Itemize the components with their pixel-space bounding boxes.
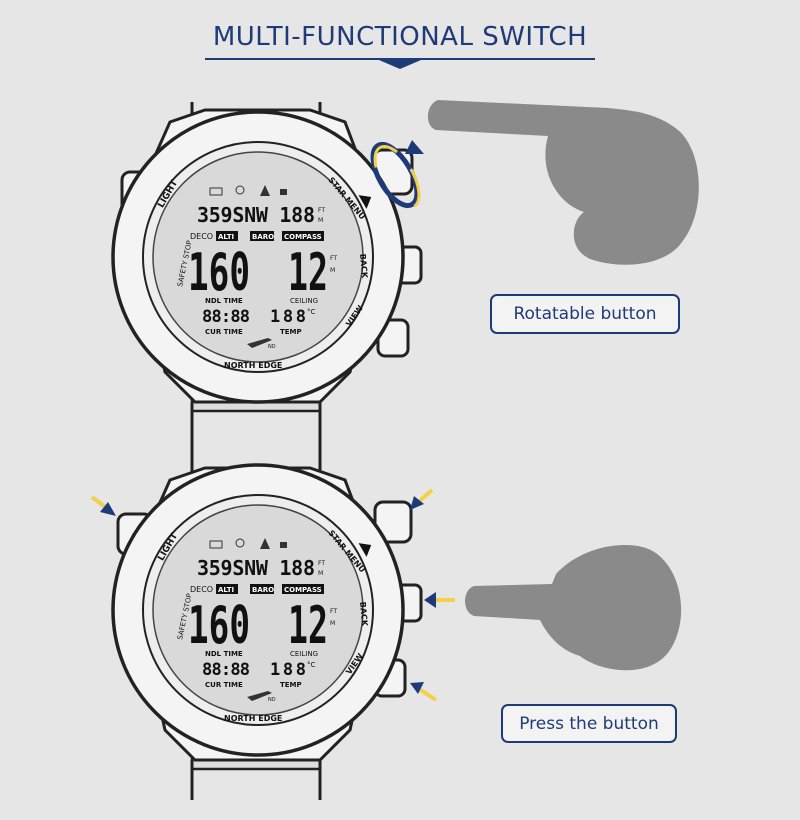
lcd-ceiling: CEILING xyxy=(290,650,318,658)
press-arrow-star-menu-icon xyxy=(410,488,434,510)
press-arrow-back-icon xyxy=(424,592,455,608)
weather-icon xyxy=(235,538,245,548)
star-menu-marker-icon xyxy=(358,195,372,209)
weather-icon xyxy=(235,185,245,195)
lcd-unit-m: M xyxy=(318,570,323,577)
lcd-cur-time: CUR TIME xyxy=(205,328,243,336)
page-title: MULTI-FUNCTIONAL SWITCH xyxy=(212,22,588,52)
lcd-time-value: 88:88 xyxy=(202,307,250,327)
lcd-ceiling: CEILING xyxy=(290,297,318,305)
lcd-temp-value: 188 xyxy=(270,660,306,680)
lcd-side-m: M xyxy=(330,620,335,627)
lcd-top-row: 359SNW 188 xyxy=(197,203,315,227)
battery-icon xyxy=(209,540,223,549)
lcd-big-left: 160 xyxy=(188,243,250,303)
lcd-side-m: M xyxy=(330,267,335,274)
lcd-unit-ft: FT xyxy=(318,560,325,567)
tree-icon xyxy=(260,185,270,196)
hand-rotate-icon xyxy=(427,100,699,265)
bezel-label-back: BACK xyxy=(358,253,369,279)
watch-strap-bottom xyxy=(190,402,322,462)
lcd-deco: DECO xyxy=(190,585,213,594)
tree-icon xyxy=(260,538,270,549)
lcd-side-ft: FT xyxy=(330,255,337,262)
rotate-arrow-icon xyxy=(370,141,420,209)
bezel-label-back: BACK xyxy=(358,601,369,627)
lcd-compass: COMPASS xyxy=(284,233,322,241)
star-menu-marker-icon xyxy=(358,543,372,557)
press-arrow-light-icon xyxy=(90,495,116,516)
hand-press-icon xyxy=(465,545,682,671)
lcd-alti: ALTI xyxy=(218,586,234,594)
battery-icon xyxy=(209,187,223,196)
lcd-alti: ALTI xyxy=(218,233,234,241)
rotate-arrow-highlight xyxy=(373,144,421,210)
lcd-time-value: 88:88 xyxy=(202,660,250,680)
lcd-baro: BARO xyxy=(252,586,274,594)
rotatable-button-label: Rotatable button xyxy=(490,294,680,334)
press-button-label: Press the button xyxy=(501,704,677,743)
lock-icon xyxy=(280,542,287,548)
watch-brand: NORTH EDGE xyxy=(224,714,282,723)
rotate-arrowhead-icon xyxy=(405,140,424,154)
lcd-ndl-time: NDL TIME xyxy=(205,650,243,658)
lcd-side-ft: FT xyxy=(330,608,337,615)
watch-press: LIGHT STAR MENU BACK VIEW NORTH EDGE 359… xyxy=(90,460,455,800)
lcd-compass: COMPASS xyxy=(284,586,322,594)
watch-brand: NORTH EDGE xyxy=(224,361,282,370)
lcd-temp: TEMP xyxy=(280,328,302,336)
lcd-baro: BARO xyxy=(252,233,274,241)
watch-lcd xyxy=(152,504,364,716)
lcd-unit-ft: FT xyxy=(318,207,325,214)
lock-icon xyxy=(280,189,287,195)
lcd-cur-time: CUR TIME xyxy=(205,681,243,689)
lcd-deco: DECO xyxy=(190,232,213,241)
lcd-big-left: 160 xyxy=(188,596,250,656)
lcd-ndl-time: NDL TIME xyxy=(205,297,243,305)
airplane-icon xyxy=(247,338,272,348)
press-arrow-view-icon xyxy=(410,682,438,702)
lcd-temp-value: 188 xyxy=(270,307,306,327)
watch-rotatable: LIGHT STAR MENU BACK VIEW NORTH EDGE 359… xyxy=(111,102,424,462)
title-underline xyxy=(205,58,595,60)
watch-strap-bottom xyxy=(190,760,322,800)
lcd-small-icon-text: ND xyxy=(268,344,276,350)
lcd-temp-unit: °C xyxy=(307,661,316,669)
title-pointer xyxy=(379,60,421,69)
lcd-temp-unit: °C xyxy=(307,308,316,316)
lcd-temp: TEMP xyxy=(280,681,302,689)
watch-lcd xyxy=(152,151,364,363)
lcd-small-icon-text: ND xyxy=(268,697,276,703)
lcd-big-right: 12 xyxy=(288,596,328,656)
lcd-top-row: 359SNW 188 xyxy=(197,556,315,580)
airplane-icon xyxy=(247,691,272,701)
lcd-unit-m: M xyxy=(318,217,323,224)
lcd-big-right: 12 xyxy=(288,243,328,303)
